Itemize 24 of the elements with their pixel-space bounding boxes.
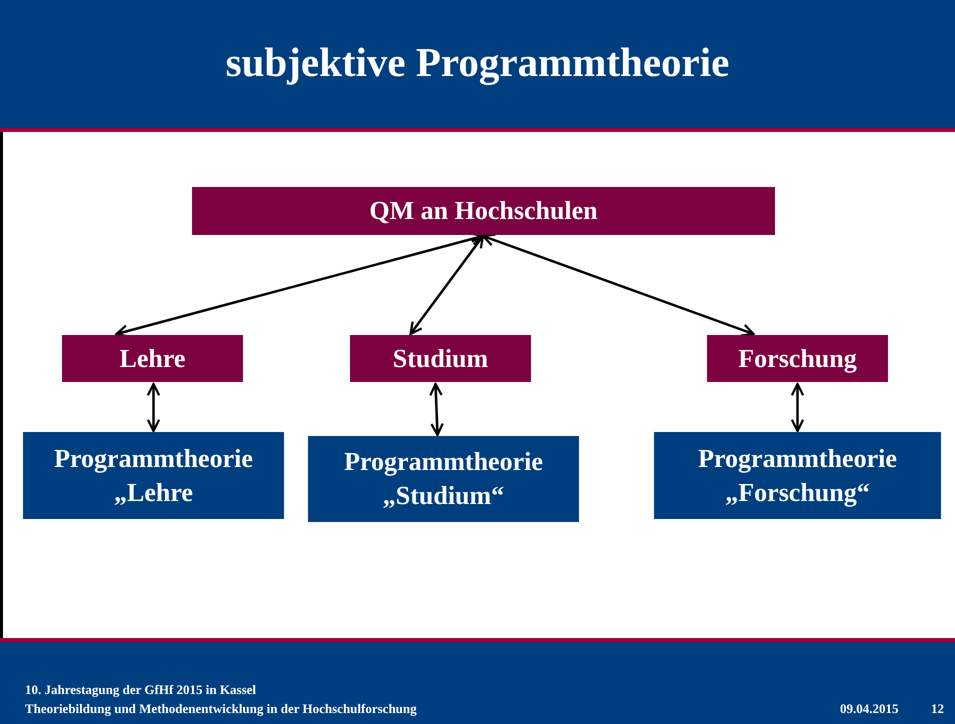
footer-date: 09.04.2015 [840, 701, 898, 717]
category-box [192, 187, 775, 235]
category-box [707, 335, 888, 382]
program-theory-box [654, 432, 941, 519]
node-label: Forschung [738, 342, 857, 375]
footer-text: 10. Jahrestagung der GfHf 2015 in Kassel [25, 682, 256, 698]
double-arrow [146, 382, 160, 432]
program-theory-box [308, 436, 579, 522]
double-arrow [429, 382, 444, 436]
double-arrow [790, 382, 804, 432]
node-label: Programmtheorie „Studium“ [343, 446, 544, 512]
category-box [62, 335, 243, 382]
footer-text: Theoriebildung und Methodenentwicklung in der Hochschulforschung [25, 701, 417, 717]
node-label: Lehre [120, 342, 186, 375]
page-number: 12 [931, 701, 944, 717]
slide-title: subjektive Programmtheorie [224, 38, 730, 86]
category-box [350, 335, 531, 382]
node-label: Studium [392, 342, 488, 375]
program-theory-box [23, 432, 284, 519]
double-arrow [409, 234, 484, 336]
node-label: QM an Hochschulen [369, 195, 598, 228]
double-arrow [482, 233, 755, 337]
node-label: Programmtheorie „Forschung“ [697, 442, 898, 509]
node-label: Programmtheorie „Lehre [53, 442, 254, 508]
